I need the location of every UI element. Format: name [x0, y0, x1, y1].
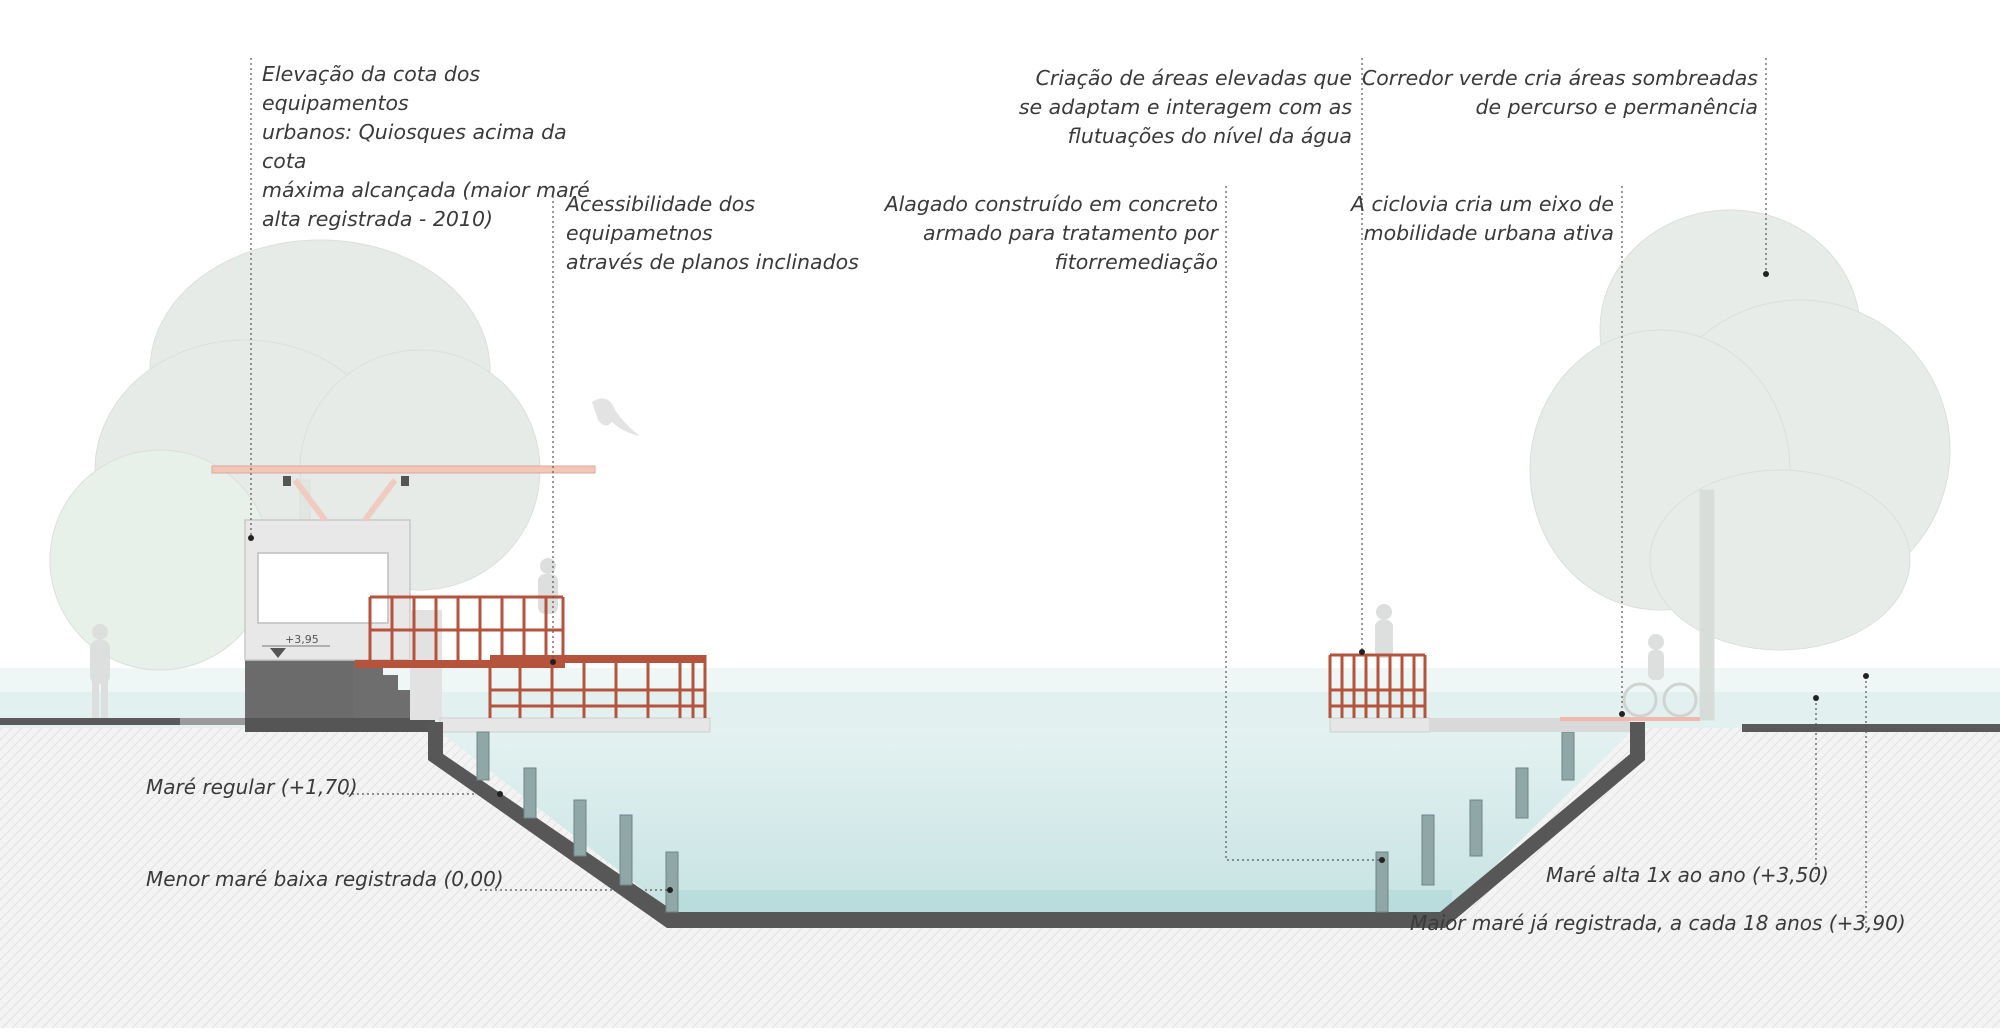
person-kiosk-silhouette	[538, 558, 558, 614]
annotation-accessibility: Acessibilidade dos equipametnos através …	[566, 192, 859, 274]
bike-lane-surface	[1560, 717, 1700, 721]
annotation-raised-areas: Criação de áreas elevadas que se adaptam…	[1018, 66, 1352, 148]
piles-right	[1375, 731, 1575, 913]
railing-kiosk	[368, 595, 565, 660]
piles-left	[476, 731, 679, 913]
terrace-slab-left	[439, 717, 711, 733]
railing-ramp	[488, 655, 707, 718]
pedestrian-left-silhouette	[90, 624, 110, 720]
annotation-bike-lane: A ciclovia cria um eixo de mobilidade ur…	[1351, 192, 1614, 245]
canal-water	[435, 728, 1635, 908]
label-regular-tide: Maré regular (+1,70)	[146, 775, 358, 799]
cyclist-silhouette	[1622, 634, 1698, 718]
railing-platform-right	[1328, 653, 1427, 718]
platform-slab-right	[1329, 717, 1431, 733]
leader-dots	[248, 271, 1869, 893]
elevation-marker	[262, 645, 330, 658]
low-water-band	[667, 890, 1452, 912]
bike-lane-slab	[1430, 718, 1630, 732]
label-highest-tide: Maior maré já registrada, a cada 18 anos…	[1410, 911, 1906, 935]
label-lowest-low-tide: Menor maré baixa registrada (0,00)	[146, 867, 504, 891]
label-yearly-high-tide: Maré alta 1x ao ano (+3,50)	[1546, 863, 1829, 887]
elevation-value: +3,95	[285, 633, 319, 646]
leader-lines	[250, 58, 1867, 936]
kiosk-canopy	[211, 465, 596, 522]
kiosk-base	[245, 660, 435, 732]
ground-slab-right	[1742, 724, 2000, 732]
annotation-wetland: Alagado construído em concreto armado pa…	[884, 192, 1218, 274]
ground-slab-left-2	[180, 718, 248, 725]
person-platform-silhouette	[1375, 604, 1393, 658]
annotation-green-corridor: Corredor verde cria áreas sombreadas de …	[1361, 66, 1758, 119]
kiosk-deck	[355, 660, 565, 668]
annotation-kiosk-elevation: Elevação da cota dos equipamentos urbano…	[262, 62, 590, 231]
tree-right-group	[1529, 209, 1951, 721]
ground-slab-left	[0, 718, 180, 725]
bird-silhouette	[592, 398, 640, 436]
